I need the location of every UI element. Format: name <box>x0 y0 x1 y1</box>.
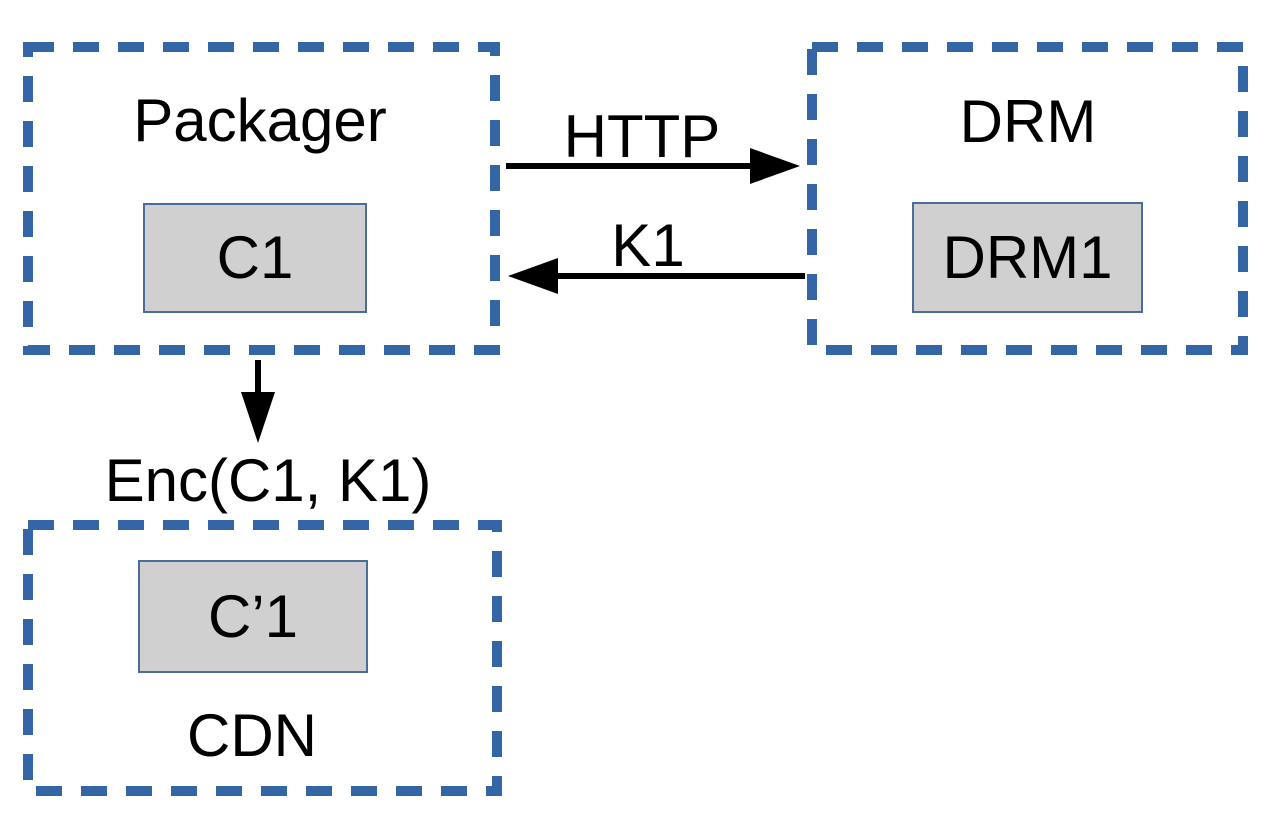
cdn-box-border <box>23 520 502 796</box>
enc-arrow-label: Enc(C1, K1) <box>104 447 432 514</box>
c-prime-1-node: C’1 <box>138 560 368 673</box>
http-arrow-head <box>750 148 800 184</box>
packager-box-title: Packager <box>133 87 387 154</box>
drm-box-border <box>807 42 1248 355</box>
k1-arrow-label: K1 <box>611 212 685 279</box>
k1-arrow-head <box>508 258 558 294</box>
c1-node: C1 <box>143 203 367 313</box>
cdn-box-title: CDN <box>187 702 317 769</box>
drm1-node: DRM1 <box>912 202 1143 313</box>
packager-box-border <box>23 42 500 355</box>
drm1-node-label: DRM1 <box>942 223 1113 291</box>
c1-node-label: C1 <box>216 224 294 291</box>
c-prime-1-node-label: C’1 <box>207 582 299 650</box>
http-arrow-label: HTTP <box>563 103 721 170</box>
enc-arrow-head <box>241 392 275 443</box>
drm-box-title: DRM <box>959 88 1097 155</box>
